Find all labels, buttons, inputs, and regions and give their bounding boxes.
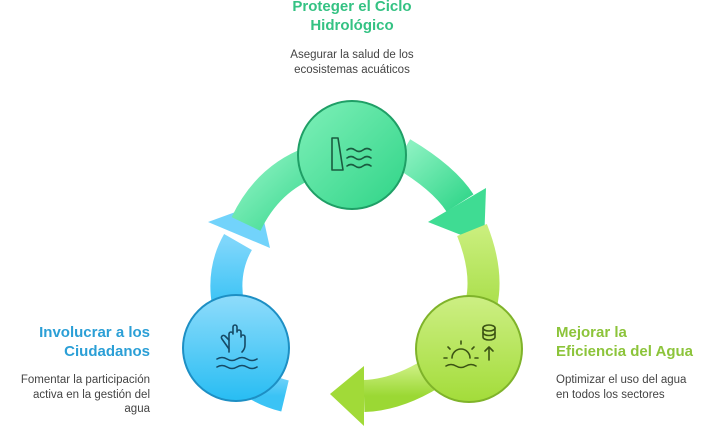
stage-top-text: Proteger el Ciclo Hidrológico Asegurar l…: [262, 0, 442, 77]
stage-left-title-line: Ciudadanos: [64, 343, 150, 360]
arrow-top-to-right: [393, 139, 486, 244]
stage-right-desc-line: Optimizar el uso del agua: [556, 374, 687, 386]
gear-database-icon: [443, 324, 496, 369]
stage-top-description: Asegurar la salud de los ecosistemas acu…: [262, 48, 442, 77]
node-top[interactable]: [297, 100, 407, 210]
stage-right-description: Optimizar el uso del agua en todos los s…: [556, 373, 706, 402]
stage-top-desc-line: Asegurar la salud de los: [290, 49, 414, 61]
dam-water-icon: [331, 137, 372, 171]
stage-top-title-line: Proteger el Ciclo: [292, 0, 412, 15]
stage-right-title-line: Eficiencia del Agua: [556, 343, 693, 360]
stage-right-desc-line: en todos los sectores: [556, 388, 665, 401]
hand-water-icon: [216, 324, 258, 370]
stage-left-description: Fomentar la participación activa en la g…: [0, 373, 150, 417]
stage-left-title: Involucrar a los Ciudadanos: [0, 323, 150, 361]
stage-top-desc-line: ecosistemas acuáticos: [294, 63, 410, 76]
stage-left-desc-line: agua: [124, 403, 150, 415]
stage-right-text: Mejorar la Eficiencia del Agua Optimizar…: [556, 323, 706, 402]
node-left[interactable]: [182, 294, 290, 402]
stage-top-title-line: Hidrológico: [310, 17, 394, 34]
stage-right-title: Mejorar la Eficiencia del Agua: [556, 323, 706, 361]
stage-left-title-line: Involucrar a los: [39, 324, 150, 341]
stage-left-desc-line: Fomentar la participación: [20, 374, 150, 386]
stage-top-title: Proteger el Ciclo Hidrológico: [262, 0, 442, 35]
stage-left-desc-line: activa en la gestión del: [33, 388, 150, 401]
stage-left-text: Involucrar a los Ciudadanos Fomentar la …: [0, 323, 150, 417]
stage-right-title-line: Mejorar la: [556, 324, 627, 341]
node-right[interactable]: [415, 295, 523, 403]
